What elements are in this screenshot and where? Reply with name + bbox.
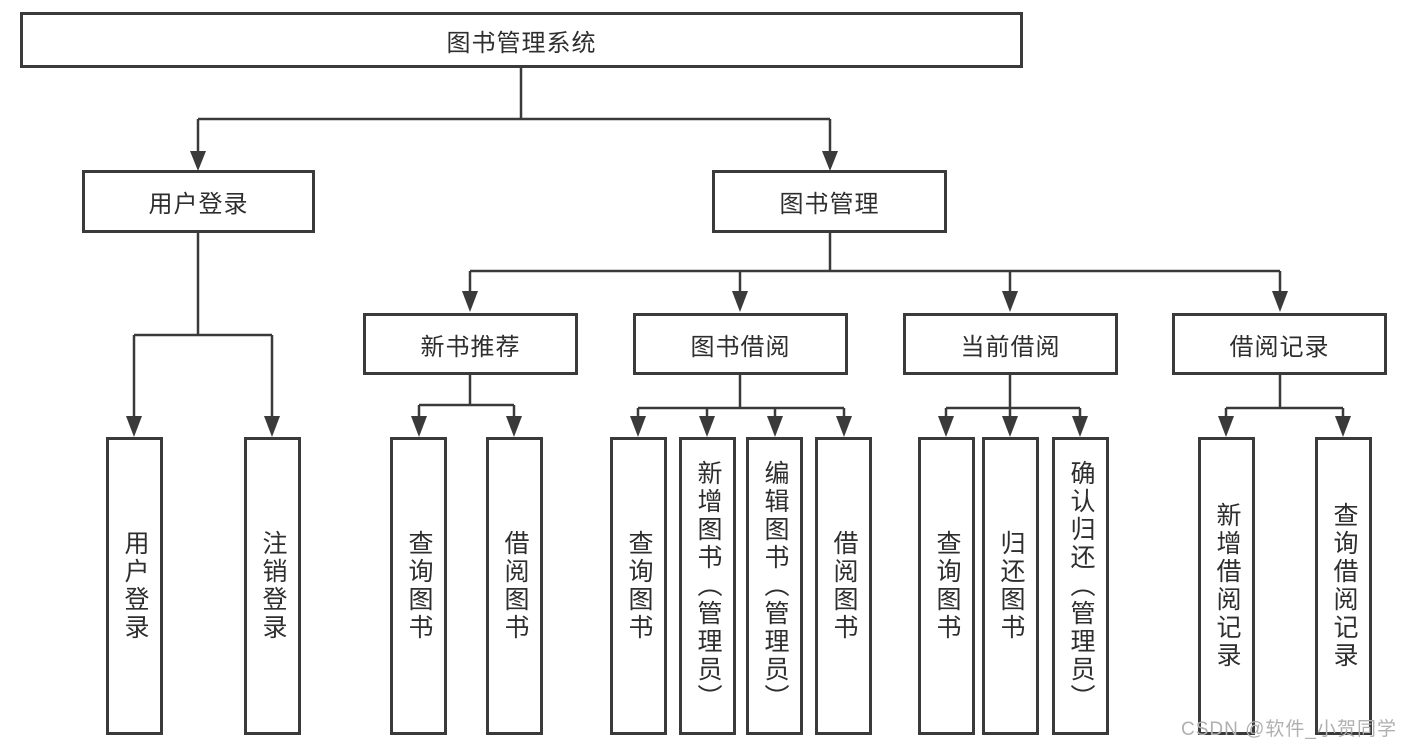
node-book-management: 图书管理 [712,170,947,233]
leaf-borrow-books: 借阅图书 [815,437,872,735]
node-borrowing-records-label: 借阅记录 [1229,333,1330,361]
leaf-return-books: 归还图书 [982,437,1039,735]
leaf-borrow-books-label: 借阅图书 [830,530,858,642]
node-current-borrowing: 当前借阅 [903,313,1118,375]
node-new-book-recommend: 新书推荐 [363,313,578,375]
leaf-query-borrow-record-label: 查询借阅记录 [1330,502,1358,670]
leaf-query-books-recommend: 查询图书 [390,437,447,735]
leaf-logout: 注销登录 [244,437,301,735]
leaf-add-books-admin-label: 新增图书（管理员） [694,460,722,712]
leaf-add-books-admin: 新增图书（管理员） [679,437,736,735]
node-user-login: 用户登录 [82,170,315,233]
node-book-borrowing-label: 图书借阅 [690,333,791,361]
leaf-edit-books-admin-label: 编辑图书（管理员） [761,460,789,712]
arrowheads [126,151,1351,437]
leaf-confirm-return-admin-label: 确认归还（管理员） [1067,460,1095,712]
node-book-management-label: 图书管理 [779,191,880,218]
node-borrowing-records: 借阅记录 [1172,313,1387,375]
leaf-borrow-books-recommend: 借阅图书 [486,437,543,735]
leaf-query-books-borrowing: 查询图书 [610,437,667,735]
csdn-watermark: CSDN @软件_小贺同学 [1181,719,1397,740]
leaf-query-books-recommend-label: 查询图书 [405,530,433,642]
node-user-login-label: 用户登录 [148,191,249,218]
node-book-borrowing: 图书借阅 [633,313,848,375]
leaf-query-books-borrowing-label: 查询图书 [625,530,653,642]
leaf-edit-books-admin: 编辑图书（管理员） [746,437,803,735]
node-root-library-system: 图书管理系统 [20,12,1023,68]
leaf-add-borrow-record-label: 新增借阅记录 [1213,502,1241,670]
leaf-borrow-books-recommend-label: 借阅图书 [501,530,529,642]
node-root-label: 图书管理系统 [446,29,597,57]
node-new-book-recommend-label: 新书推荐 [420,333,521,361]
leaf-confirm-return-admin: 确认归还（管理员） [1052,437,1109,735]
leaf-query-books-current: 查询图书 [918,437,975,735]
leaf-user-login: 用户登录 [106,437,163,735]
leaf-query-borrow-record: 查询借阅记录 [1315,437,1372,735]
leaf-user-login-label: 用户登录 [121,530,149,642]
leaf-add-borrow-record: 新增借阅记录 [1198,437,1255,735]
node-current-borrowing-label: 当前借阅 [960,333,1061,361]
leaf-query-books-current-label: 查询图书 [933,530,961,642]
leaf-return-books-label: 归还图书 [997,530,1025,642]
leaf-logout-label: 注销登录 [259,530,287,642]
